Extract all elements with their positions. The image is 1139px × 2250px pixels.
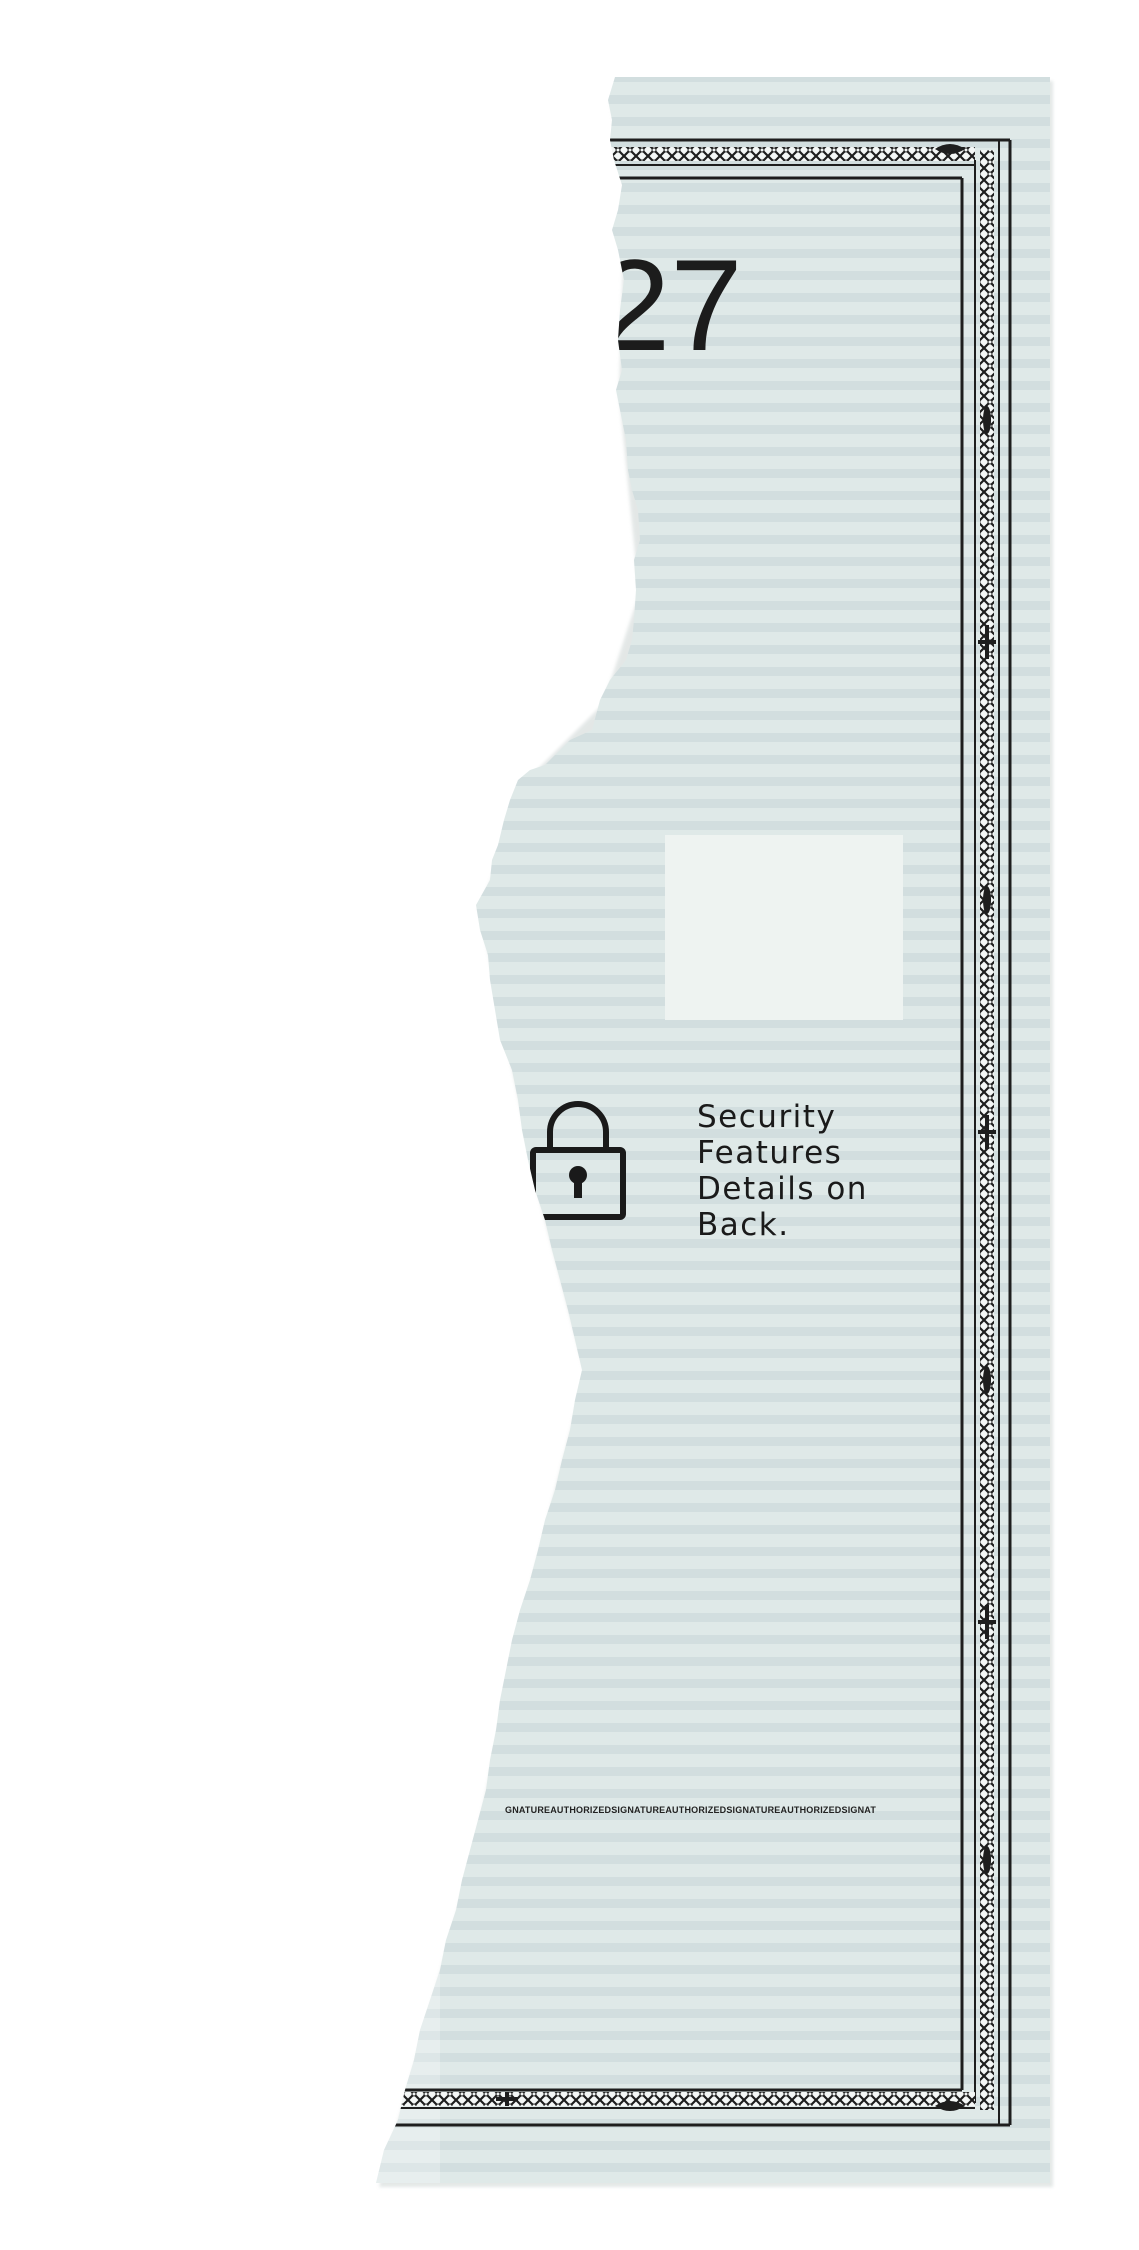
border-right: [960, 140, 1012, 2125]
security-notice: Security Features Details on Back.: [697, 1099, 879, 1243]
signature-line: GNATUREAUTHORIZEDSIGNATUREAUTHORIZEDSIGN…: [505, 1805, 876, 1815]
check-number: 27: [598, 232, 743, 378]
blank-box: [665, 835, 903, 1020]
security-line-1: Security: [697, 1099, 836, 1135]
security-line-4: Back.: [697, 1207, 790, 1243]
border-bottom: [376, 2088, 1010, 2127]
torn-edge-highlight: [376, 77, 440, 2183]
security-line-3: Details on: [697, 1171, 868, 1207]
check-paper: 27 Security Features Details on Back. GN…: [376, 77, 1050, 2183]
security-line-2: Features: [697, 1135, 842, 1171]
